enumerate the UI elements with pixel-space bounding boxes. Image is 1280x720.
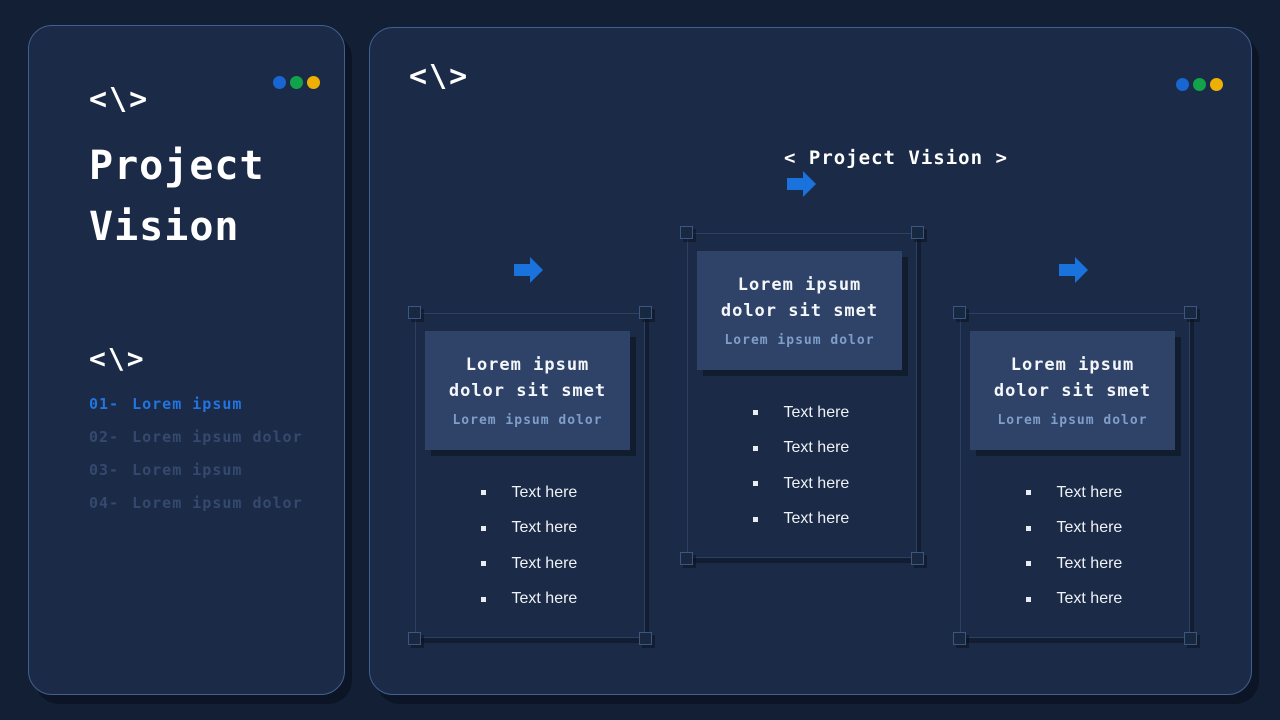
selection-frame [415, 313, 645, 638]
card-title: Lorem ipsum dolor sit smet [448, 355, 607, 401]
window-controls [273, 76, 320, 89]
selection-handle[interactable] [1184, 632, 1197, 645]
selection-handle[interactable] [408, 632, 421, 645]
list-item: Text here [415, 546, 645, 582]
sidebar-nav: 01-Lorem ipsum 02-Lorem ipsum dolor 03-L… [89, 395, 303, 527]
window-dot-green-icon[interactable] [1193, 78, 1206, 91]
card-bullet-list: Text here Text here Text here Text here [687, 395, 917, 537]
selection-handle[interactable] [953, 632, 966, 645]
bullet-square-icon [1025, 596, 1031, 602]
selection-handle[interactable] [639, 632, 652, 645]
selection-handle[interactable] [639, 306, 652, 319]
page-title: Project Vision [89, 143, 265, 250]
selection-handle[interactable] [1184, 306, 1197, 319]
list-item: Text here [415, 475, 645, 511]
sidebar-panel: <\> Project Vision <\> 01-Lorem ipsum 02… [28, 25, 345, 695]
list-item: Text here [960, 546, 1190, 582]
card-step-3: Lorem ipsum dolor sit smet Lorem ipsum d… [953, 306, 1197, 645]
card-title: Lorem ipsum dolor sit smet [993, 355, 1152, 401]
list-item: Text here [960, 582, 1190, 618]
window-dot-blue-icon[interactable] [1176, 78, 1189, 91]
bullet-square-icon [1025, 490, 1031, 496]
right-arrow-icon [787, 171, 816, 197]
code-brackets-icon: <\> [89, 82, 150, 117]
bullet-square-icon [480, 525, 486, 531]
window-dot-yellow-icon[interactable] [307, 76, 320, 89]
card-step-1: Lorem ipsum dolor sit smet Lorem ipsum d… [408, 306, 652, 645]
list-item: Text here [687, 395, 917, 431]
card-bullet-list: Text here Text here Text here Text here [415, 475, 645, 617]
sidebar-item-03[interactable]: 03-Lorem ipsum [89, 461, 243, 479]
right-arrow-icon [1059, 257, 1088, 283]
card-subtitle: Lorem ipsum dolor [997, 413, 1148, 428]
card-header: Lorem ipsum dolor sit smet Lorem ipsum d… [697, 251, 902, 370]
list-item: Text here [687, 431, 917, 467]
code-brackets-icon: <\> [89, 342, 146, 375]
code-brackets-icon: <\> [409, 59, 470, 94]
card-bullet-list: Text here Text here Text here Text here [960, 475, 1190, 617]
section-heading: < Project Vision > [784, 147, 1008, 169]
list-item: Text here [415, 511, 645, 547]
bullet-square-icon [752, 481, 758, 487]
selection-handle[interactable] [911, 552, 924, 565]
bullet-square-icon [752, 410, 758, 416]
selection-handle[interactable] [953, 306, 966, 319]
sidebar-item-04[interactable]: 04-Lorem ipsum dolor [89, 494, 303, 512]
selection-handle[interactable] [911, 226, 924, 239]
window-dot-blue-icon[interactable] [273, 76, 286, 89]
card-subtitle: Lorem ipsum dolor [724, 333, 875, 348]
selection-frame [960, 313, 1190, 638]
list-item: Text here [415, 582, 645, 618]
window-dot-yellow-icon[interactable] [1210, 78, 1223, 91]
selection-frame [687, 233, 917, 558]
list-item: Text here [960, 475, 1190, 511]
selection-handle[interactable] [680, 226, 693, 239]
card-step-2: Lorem ipsum dolor sit smet Lorem ipsum d… [680, 226, 924, 565]
window-controls [1176, 78, 1223, 91]
bullet-square-icon [752, 445, 758, 451]
list-item: Text here [687, 466, 917, 502]
card-title: Lorem ipsum dolor sit smet [720, 275, 879, 321]
sidebar-item-01[interactable]: 01-Lorem ipsum [89, 395, 243, 413]
bullet-square-icon [1025, 525, 1031, 531]
card-header: Lorem ipsum dolor sit smet Lorem ipsum d… [425, 331, 630, 450]
card-header: Lorem ipsum dolor sit smet Lorem ipsum d… [970, 331, 1175, 450]
selection-handle[interactable] [408, 306, 421, 319]
bullet-square-icon [752, 516, 758, 522]
selection-handle[interactable] [680, 552, 693, 565]
card-subtitle: Lorem ipsum dolor [452, 413, 603, 428]
list-item: Text here [960, 511, 1190, 547]
window-dot-green-icon[interactable] [290, 76, 303, 89]
bullet-square-icon [480, 596, 486, 602]
right-arrow-icon [514, 257, 543, 283]
bullet-square-icon [480, 561, 486, 567]
bullet-square-icon [1025, 561, 1031, 567]
bullet-square-icon [480, 490, 486, 496]
sidebar-item-02[interactable]: 02-Lorem ipsum dolor [89, 428, 303, 446]
list-item: Text here [687, 502, 917, 538]
